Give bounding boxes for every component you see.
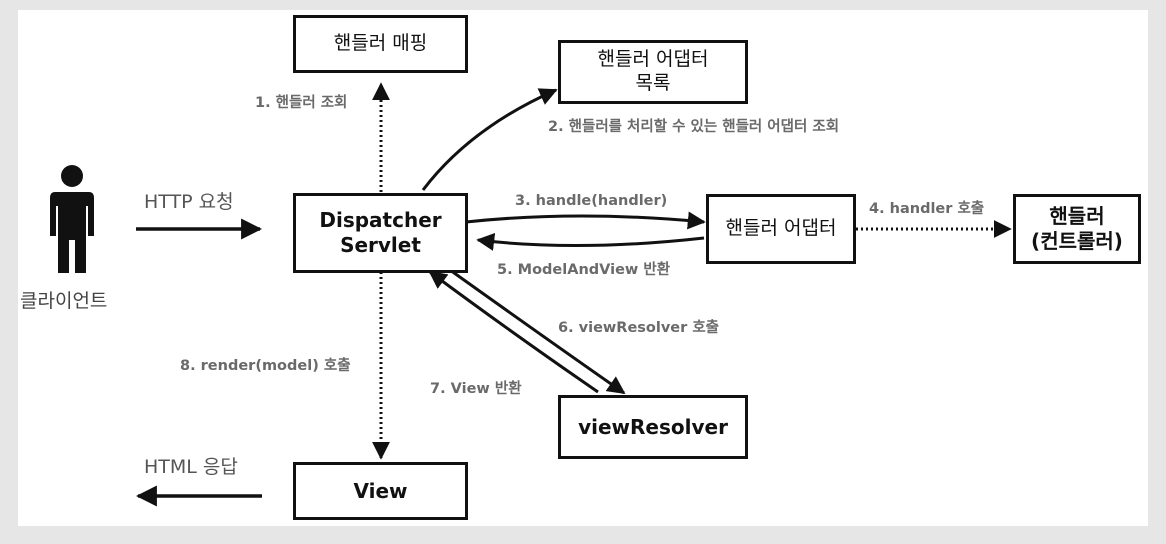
handler-box: 핸들러 (컨트롤러) — [1013, 194, 1141, 264]
step3-arrow — [465, 211, 706, 230]
view-resolver-box: viewResolver — [558, 395, 748, 459]
client-label: 클라이언트 — [20, 290, 108, 312]
step2-arrow — [421, 88, 558, 191]
handler-adapter-box: 핸들러 어댑터 — [706, 194, 856, 264]
step5-arrow — [476, 232, 705, 251]
diagram-connectors — [50, 82, 1012, 507]
http-request-label: HTTP 요청 — [144, 191, 234, 213]
html-response-label: HTML 응답 — [144, 456, 238, 478]
handler-adapter-label: 핸들러 어댑터 — [725, 217, 837, 240]
handler-adapter-list-label: 핸들러 어댑터 목록 — [597, 48, 709, 94]
step4-label: 4. handler 호출 — [869, 201, 985, 217]
step1-label: 1. 핸들러 조회 — [255, 95, 348, 111]
dispatcher-servlet-box: Dispatcher Servlet — [293, 193, 468, 273]
step6-label: 6. viewResolver 호출 — [558, 320, 720, 336]
handler-adapter-list-box: 핸들러 어댑터 목록 — [558, 40, 748, 104]
step5-label: 5. ModelAndView 반환 — [497, 262, 671, 278]
step8-label: 8. render(model) 호출 — [180, 358, 351, 374]
step6-arrow — [449, 268, 626, 395]
view-resolver-label: viewResolver — [578, 414, 728, 439]
diagram-canvas: 핸들러 매핑 핸들러 어댑터 목록 Dispatcher Servlet 핸들러… — [18, 10, 1148, 526]
handler-mapping-box: 핸들러 매핑 — [293, 15, 468, 73]
step7-label: 7. View 반환 — [430, 381, 522, 397]
dispatcher-servlet-label: Dispatcher Servlet — [319, 208, 442, 257]
handler-mapping-label: 핸들러 매핑 — [333, 32, 428, 55]
step3-label: 3. handle(handler) — [515, 193, 668, 209]
view-box: View — [293, 462, 468, 520]
step2-label: 2. 핸들러를 처리할 수 있는 핸들러 어댑터 조회 — [548, 119, 840, 135]
view-label: View — [353, 478, 408, 503]
step7-arrow — [428, 270, 599, 394]
person-icon — [50, 165, 94, 273]
handler-label: 핸들러 (컨트롤러) — [1031, 204, 1123, 253]
